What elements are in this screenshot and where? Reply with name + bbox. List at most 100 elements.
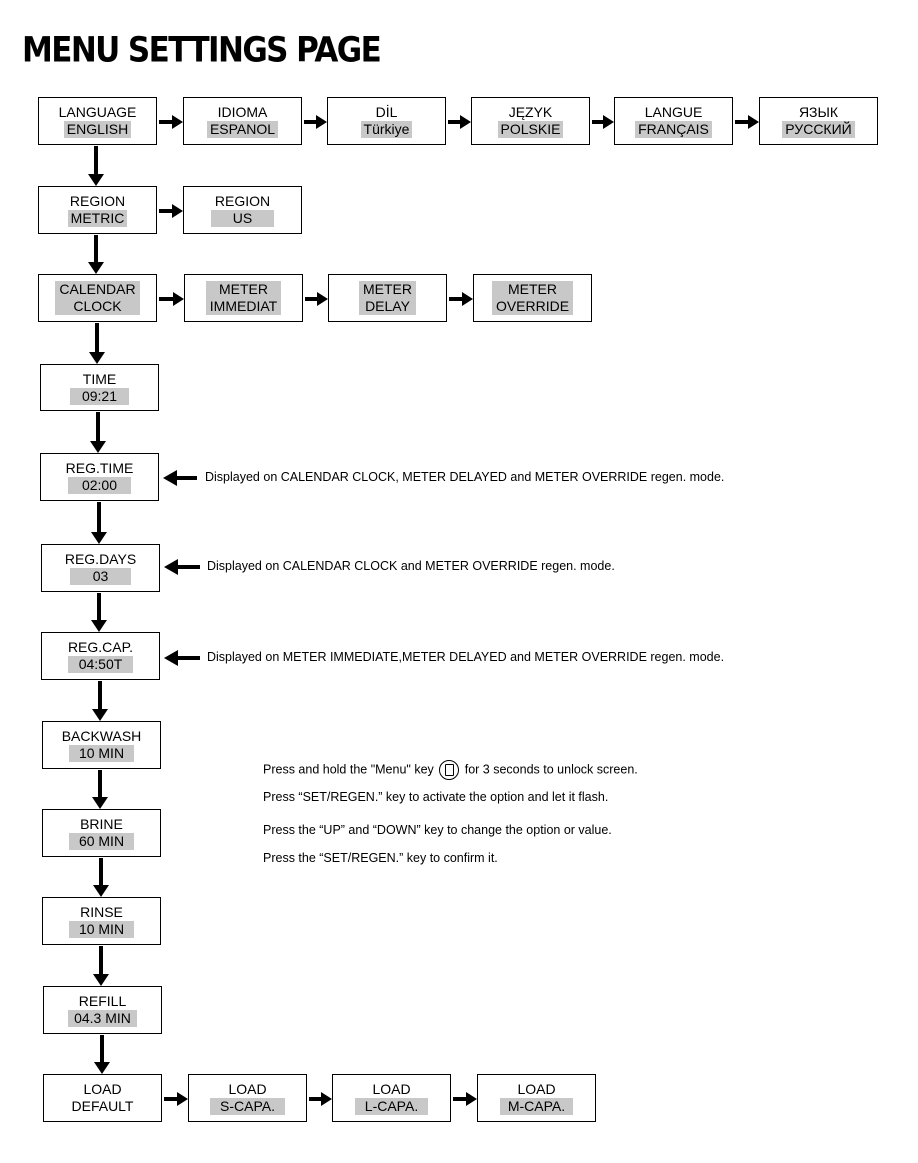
instruction-change: Press the “UP” and “DOWN” key to change …	[263, 823, 612, 837]
down-arrow-icon	[90, 412, 106, 453]
right-arrow-icon	[304, 115, 327, 129]
box-value-block: METER DELAY	[359, 281, 416, 315]
right-arrow-icon	[164, 1092, 188, 1106]
refill-box: REFILL 04.3 MIN	[43, 986, 162, 1034]
time-box: TIME 09:21	[40, 364, 159, 411]
box-label: METER	[219, 281, 268, 297]
box-label: REGION	[214, 193, 271, 209]
instruction-text: Press and hold the "Menu" key	[263, 762, 434, 777]
language-russian-box: ЯЗЫК РУССКИЙ	[759, 97, 878, 145]
mode-meter-delay-box: METER DELAY	[328, 274, 447, 322]
left-arrow-icon	[163, 470, 197, 486]
box-value: Türkiye	[360, 121, 413, 138]
left-arrow-icon	[164, 559, 200, 575]
box-label: REFILL	[78, 993, 127, 1009]
box-label: REG.TIME	[65, 460, 134, 476]
down-arrow-icon	[88, 235, 104, 274]
instruction-confirm: Press the “SET/REGEN.” key to confirm it…	[263, 851, 498, 865]
reg-days-box: REG.DAYS 03	[41, 544, 160, 592]
box-value: L-CAPA.	[354, 1098, 429, 1115]
box-value: M-CAPA.	[499, 1098, 574, 1115]
reg-cap-note: Displayed on METER IMMEDIATE,METER DELAY…	[207, 650, 725, 664]
box-value: 04:50T	[67, 656, 134, 673]
down-arrow-icon	[91, 593, 107, 632]
box-label: METER	[363, 281, 412, 297]
reg-cap-box: REG.CAP. 04:50T	[41, 632, 160, 680]
box-label: DİL	[375, 104, 398, 120]
instruction-activate: Press “SET/REGEN.” key to activate the o…	[263, 790, 609, 804]
right-arrow-icon	[309, 1092, 332, 1106]
box-label: REGION	[69, 193, 126, 209]
instruction-unlock: Press and hold the "Menu" key for 3 seco…	[263, 760, 638, 780]
right-arrow-icon	[449, 292, 473, 306]
down-arrow-icon	[92, 681, 108, 721]
box-label: REG.CAP.	[67, 639, 134, 655]
down-arrow-icon	[93, 858, 109, 897]
right-arrow-icon	[159, 292, 184, 306]
load-l-capa-box: LOAD L-CAPA.	[332, 1074, 451, 1122]
box-label: LANGUE	[644, 104, 703, 120]
region-metric-box: REGION METRIC	[38, 186, 157, 234]
box-label: REG.DAYS	[64, 551, 137, 567]
box-value: DELAY	[365, 298, 410, 314]
box-value-block: METER IMMEDIAT	[205, 281, 282, 315]
box-value-block: METER OVERRIDE	[491, 281, 574, 315]
page-title: MENU SETTINGS PAGE	[22, 30, 382, 71]
box-label: LOAD	[517, 1081, 556, 1097]
box-label: RINSE	[80, 904, 123, 920]
box-value: POLSKIE	[497, 121, 564, 138]
box-label: CALENDAR	[59, 281, 136, 297]
box-value: DEFAULT	[71, 1098, 134, 1114]
box-value: 09:21	[69, 387, 130, 405]
load-s-capa-box: LOAD S-CAPA.	[188, 1074, 307, 1122]
right-arrow-icon	[159, 115, 183, 129]
down-arrow-icon	[92, 770, 108, 809]
right-arrow-icon	[305, 292, 328, 306]
right-arrow-icon	[453, 1092, 477, 1106]
down-arrow-icon	[94, 1035, 110, 1074]
box-value: 10 MIN	[68, 921, 135, 938]
box-value: METRIC	[67, 210, 128, 227]
box-label: LOAD	[372, 1081, 411, 1097]
box-value: FRANÇAIS	[635, 121, 712, 138]
box-value-block: CALENDAR CLOCK	[55, 281, 140, 315]
box-label: BRINE	[80, 816, 123, 832]
box-label: LANGUAGE	[58, 104, 137, 120]
region-us-box: REGION US	[183, 186, 302, 234]
box-value: 03	[69, 568, 132, 585]
box-label: METER	[508, 281, 557, 297]
instruction-text: for 3 seconds to unlock screen.	[464, 762, 638, 777]
load-default-box: LOAD DEFAULT	[43, 1074, 162, 1122]
box-value: 04.3 MIN	[68, 1010, 137, 1027]
backwash-box: BACKWASH 10 MIN	[42, 721, 161, 769]
mode-meter-immediat-box: METER IMMEDIAT	[184, 274, 303, 322]
box-value: US	[210, 210, 275, 227]
box-value: S-CAPA.	[210, 1098, 285, 1115]
down-arrow-icon	[91, 502, 107, 544]
menu-key-icon	[439, 760, 460, 780]
load-m-capa-box: LOAD M-CAPA.	[477, 1074, 596, 1122]
language-polish-box: JĘZYK POLSKIE	[471, 97, 590, 145]
right-arrow-icon	[592, 115, 614, 129]
left-arrow-icon	[164, 650, 200, 666]
box-label: LOAD	[228, 1081, 267, 1097]
box-label: BACKWASH	[61, 728, 142, 744]
box-label: IDIOMA	[217, 104, 268, 120]
box-label: JĘZYK	[508, 104, 553, 120]
down-arrow-icon	[89, 323, 105, 364]
reg-days-note: Displayed on CALENDAR CLOCK and METER OV…	[207, 559, 615, 573]
language-french-box: LANGUE FRANÇAIS	[614, 97, 733, 145]
language-english-box: LANGUAGE ENGLISH	[38, 97, 157, 145]
box-label: ЯЗЫК	[798, 104, 839, 120]
right-arrow-icon	[448, 115, 471, 129]
right-arrow-icon	[735, 115, 759, 129]
down-arrow-icon	[88, 146, 104, 186]
brine-box: BRINE 60 MIN	[42, 809, 161, 857]
rinse-box: RINSE 10 MIN	[42, 897, 161, 945]
box-value: IMMEDIAT	[209, 298, 278, 314]
box-label: TIME	[82, 370, 117, 387]
box-value: 02:00	[67, 477, 132, 494]
mode-calendar-clock-box: CALENDAR CLOCK	[38, 274, 157, 322]
right-arrow-icon	[159, 204, 183, 218]
language-espanol-box: IDIOMA ESPANOL	[183, 97, 302, 145]
